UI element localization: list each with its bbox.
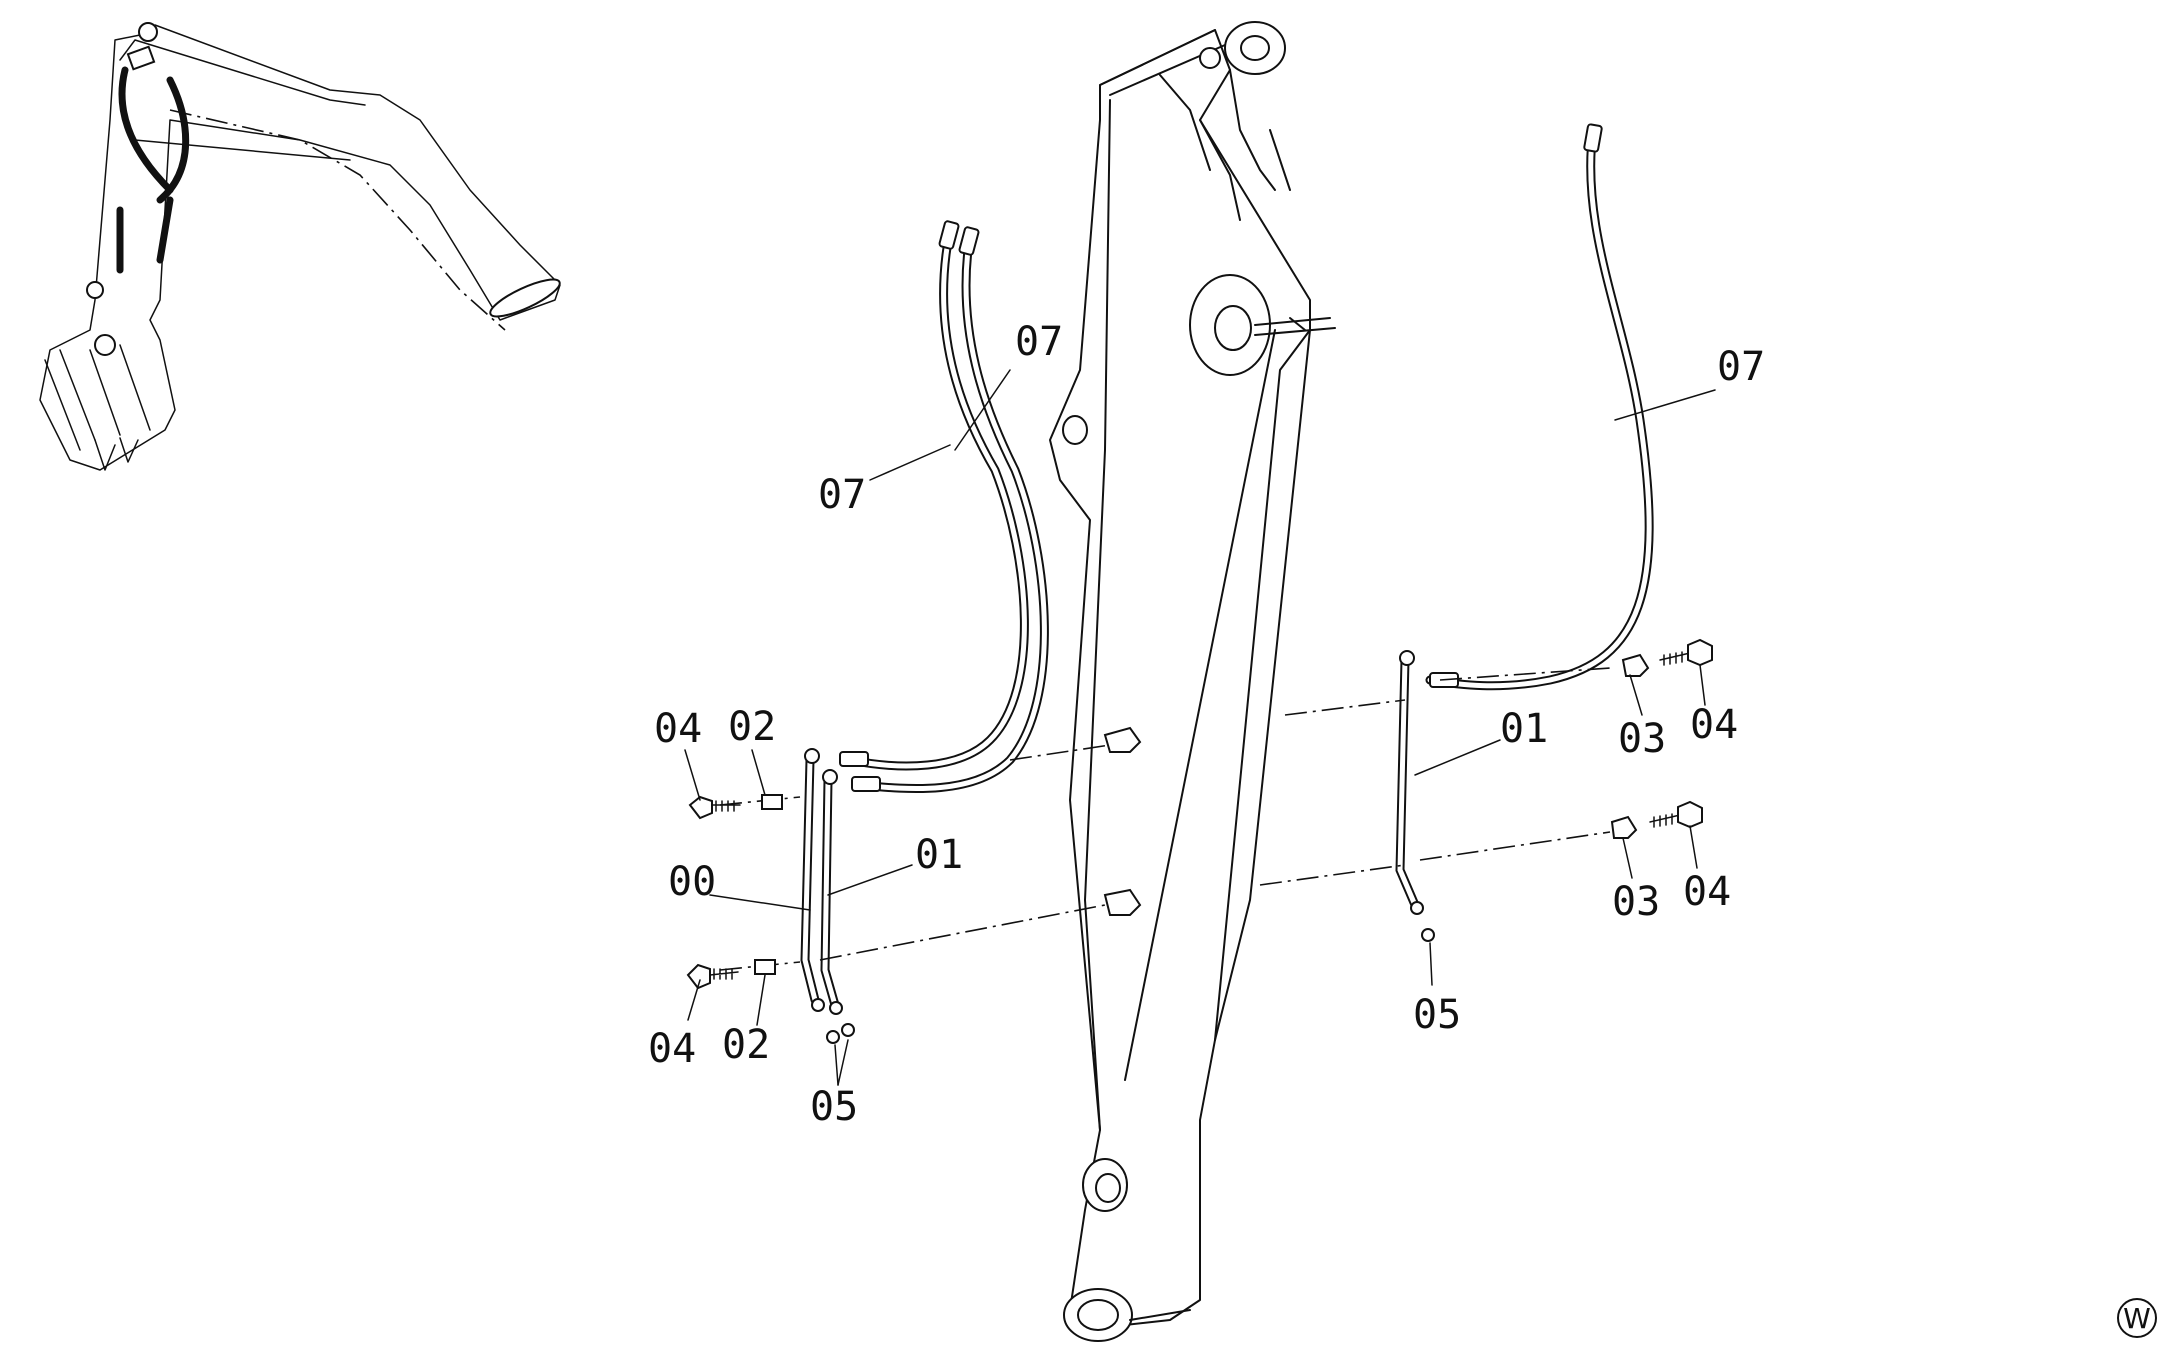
label-00: 00 <box>668 859 716 905</box>
label-04-left-bottom: 04 <box>648 1026 696 1072</box>
pipe-01-right <box>1395 650 1424 915</box>
excavator-overview-inset <box>39 22 561 471</box>
label-02-left-top: 02 <box>728 704 776 750</box>
mark-letter: W <box>2123 1302 2151 1335</box>
bolt-04-left-bottom <box>686 963 739 990</box>
hose-07-left-pair <box>839 220 1049 793</box>
label-05-left: 05 <box>810 1084 858 1130</box>
clamp-03-right-bottom <box>1610 815 1638 839</box>
circled-w-mark: W <box>2117 1298 2157 1338</box>
label-03-right-bottom: 03 <box>1612 879 1660 925</box>
label-02-left-bottom: 02 <box>722 1022 770 1068</box>
hose-07-right <box>1425 123 1654 691</box>
part-labels: 07 07 07 04 02 00 01 04 02 05 01 03 04 0… <box>648 319 1765 1130</box>
label-07-upper-left: 07 <box>1015 319 1063 365</box>
label-04-right-top: 04 <box>1690 702 1738 748</box>
bolt-04-right-top <box>1659 638 1713 667</box>
leader-lines <box>684 369 1716 1086</box>
pipe-00-01-left <box>800 748 843 1015</box>
clamp-02-left-top <box>761 794 783 810</box>
nut-05-right <box>1421 928 1435 942</box>
label-04-right-bottom: 04 <box>1683 869 1731 915</box>
boom <box>1049 21 1336 1342</box>
label-01-left: 01 <box>915 832 963 878</box>
clamp-03-right-top <box>1621 653 1650 677</box>
bolt-04-right-bottom <box>1649 800 1703 829</box>
bolt-04-left-top <box>688 795 741 820</box>
label-05-right: 05 <box>1413 992 1461 1038</box>
label-04-left-top: 04 <box>654 706 702 752</box>
label-01-right: 01 <box>1500 706 1548 752</box>
label-03-right-top: 03 <box>1618 716 1666 762</box>
label-07-right: 07 <box>1717 344 1765 390</box>
clamp-02-left-bottom <box>754 959 776 975</box>
nut-05-left <box>826 1023 855 1044</box>
label-07-lower-left: 07 <box>818 472 866 518</box>
